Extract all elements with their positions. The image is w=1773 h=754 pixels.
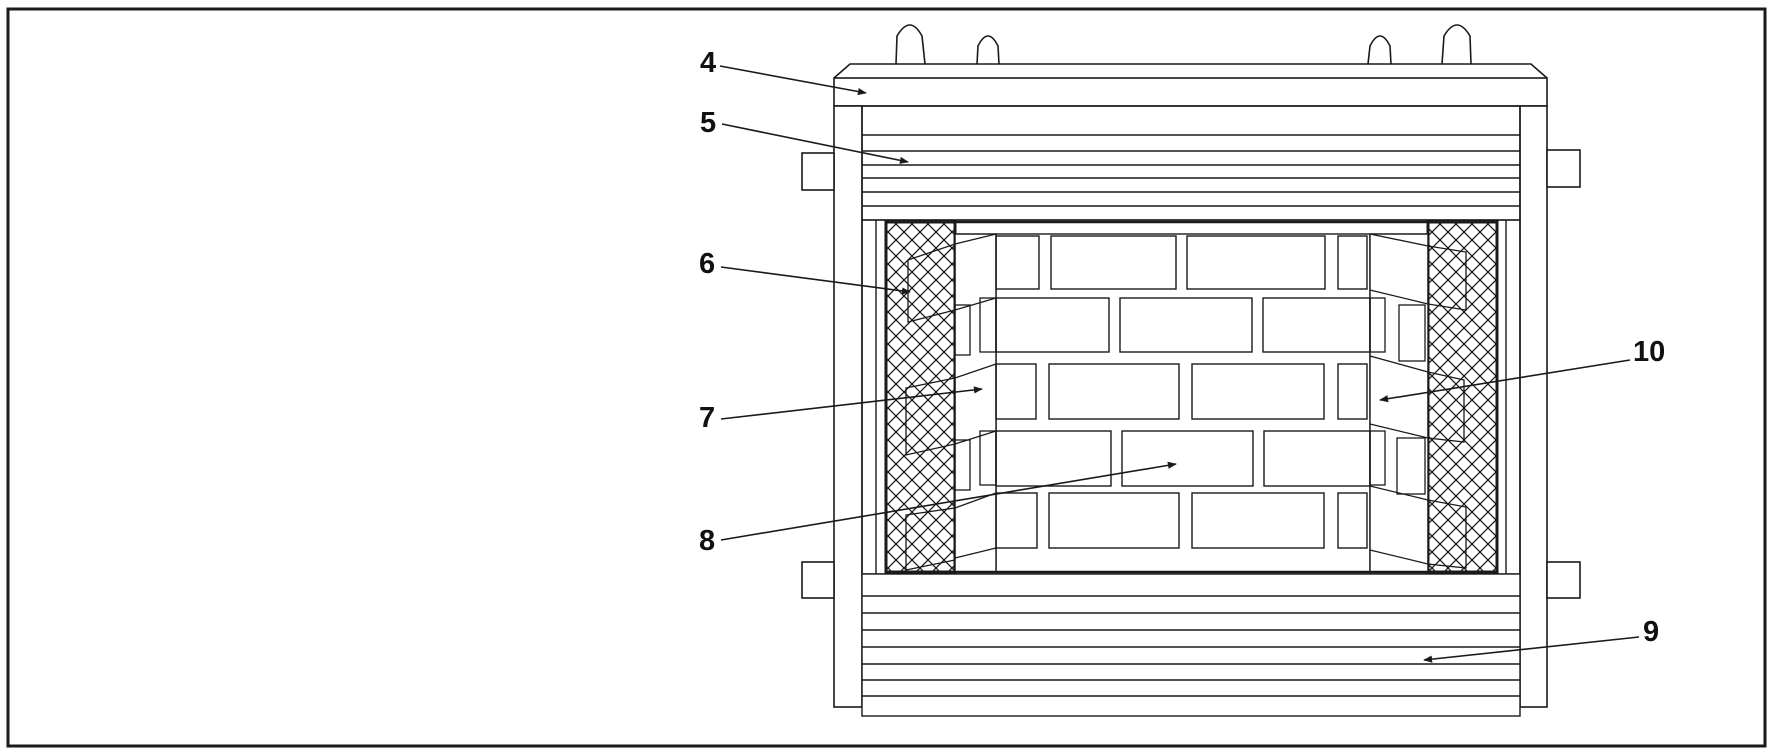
- side-tabs: [801, 149, 1581, 599]
- right-screen-panel: [1426, 220, 1499, 574]
- leader-lines: [719, 65, 1640, 663]
- callout-6: 6: [699, 248, 715, 280]
- callout-8: 8: [699, 525, 715, 557]
- leader-9: [1423, 636, 1640, 663]
- left-post: [833, 105, 863, 708]
- leader-6: [720, 266, 911, 295]
- leader-8: [720, 461, 1177, 541]
- callout-5: 5: [700, 107, 716, 139]
- right-post: [1519, 105, 1548, 708]
- leader-4: [719, 65, 867, 96]
- firebox: [886, 220, 1497, 574]
- diagram-frame: [6, 7, 1767, 748]
- top-louver-panel: [861, 105, 1521, 221]
- top-cover: [833, 63, 1548, 107]
- callout-labels: 4 5 6 7 8 9 10: [699, 47, 1665, 648]
- left-side-bricks: [905, 233, 997, 571]
- callout-4: 4: [700, 47, 716, 79]
- leader-5: [721, 123, 909, 164]
- left-screen-panel: [884, 220, 957, 574]
- leader-10: [1379, 359, 1631, 403]
- callout-7: 7: [699, 402, 715, 434]
- top-studs: [895, 24, 1472, 65]
- bottom-louver-panel: [861, 573, 1521, 717]
- right-side-bricks: [1369, 233, 1467, 569]
- callout-9: 9: [1643, 616, 1659, 648]
- back-wall-bricks: [995, 235, 1371, 549]
- leader-7: [720, 386, 983, 420]
- callout-10: 10: [1633, 336, 1665, 368]
